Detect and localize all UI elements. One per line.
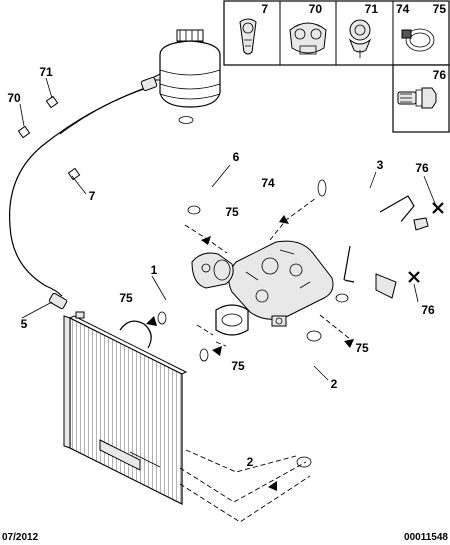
legend-ref-75: 75	[433, 2, 447, 16]
sensor-cable-5	[9, 76, 158, 310]
pipe-clip-icon	[239, 18, 257, 55]
legend-item-76: 76	[397, 68, 447, 109]
arrow-74	[279, 215, 289, 224]
callout-7: 7	[89, 189, 96, 203]
callout-1: 1	[151, 263, 158, 277]
flange-bolt-icon	[397, 87, 437, 109]
hose-2	[288, 328, 328, 468]
legend-item-74-75: 74 75	[396, 2, 447, 52]
double-clip-icon	[289, 22, 327, 55]
hose-6	[178, 108, 207, 215]
callout-75-upper: 75	[225, 205, 239, 219]
legend-ref-7: 7	[261, 2, 268, 16]
arrow-2-lower	[268, 481, 277, 491]
parts-legend: 7 70 71 74	[223, 0, 450, 133]
callout-75-lower: 75	[231, 359, 245, 373]
footer-code: 00011548	[404, 532, 448, 543]
arrow-75-lower	[212, 346, 222, 356]
callout-2-lower: 2	[247, 455, 254, 469]
expansion-tank	[147, 29, 221, 108]
callout-6: 6	[233, 150, 240, 164]
radiator	[63, 311, 188, 505]
callout-2-upper: 2	[331, 377, 338, 391]
hose-1	[157, 308, 209, 366]
legend-ref-76: 76	[433, 68, 447, 82]
hose-clamp-icon	[401, 28, 435, 52]
arrow-75-upper	[201, 236, 211, 245]
callout-76-upper: 76	[415, 161, 429, 175]
legend-item-71: 71	[348, 2, 379, 58]
callout-71: 71	[39, 65, 53, 79]
callout-3: 3	[377, 158, 384, 172]
footer-date: 07/2012	[2, 532, 39, 543]
bolt-cross-upper	[432, 202, 444, 214]
thermostat-insert	[191, 252, 234, 289]
callout-5: 5	[21, 317, 28, 331]
bolt-cross-lower	[408, 271, 420, 283]
arrow-75-left	[146, 316, 157, 326]
legend-ref-71: 71	[365, 2, 379, 16]
outlet-pipe-3	[316, 174, 429, 303]
callout-76-lower: 76	[421, 303, 435, 317]
arrowheads	[146, 215, 354, 491]
callout-75-left: 75	[119, 291, 133, 305]
callout-70: 70	[7, 91, 21, 105]
push-clip-icon	[348, 19, 372, 58]
thermostat-housing	[215, 240, 334, 336]
arrow-75-right	[344, 339, 354, 348]
legend-ref-70: 70	[309, 2, 323, 16]
callout-75-right: 75	[355, 341, 369, 355]
leader-lines	[19, 77, 437, 381]
callout-74: 74	[261, 176, 275, 190]
legend-item-7: 7	[239, 2, 268, 55]
legend-ref-74: 74	[396, 2, 410, 16]
legend-item-70: 70	[289, 2, 327, 55]
callouts: 1 2 2 3 5 6 7 70 71 74 75 75 75 75 76 76	[7, 65, 435, 469]
